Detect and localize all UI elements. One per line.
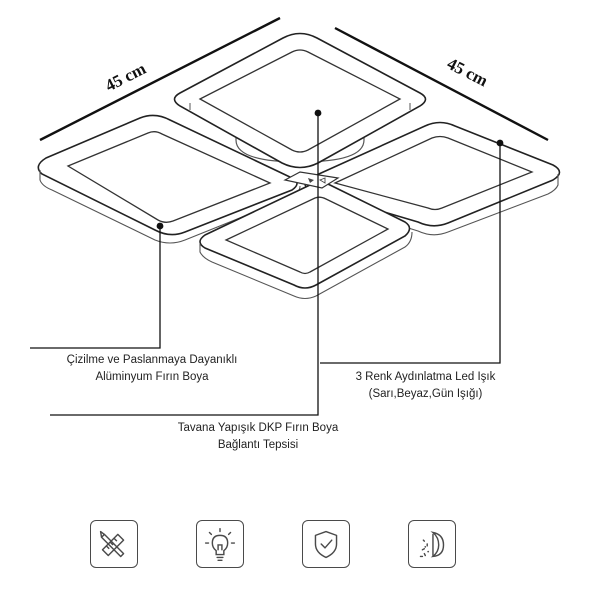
shield-check-icon <box>302 520 350 568</box>
left-square-frame <box>37 114 301 244</box>
coating-leader-line <box>30 226 161 349</box>
tray-leader-line <box>50 113 319 416</box>
light-bulb-icon <box>196 520 244 568</box>
top-square-frame <box>173 32 427 169</box>
right-square-frame <box>304 121 561 236</box>
right-dimension-line <box>334 26 549 142</box>
tray-caption-line2: Bağlantı Tepsisi <box>217 439 299 451</box>
tray-caption: Tavana Yapışık DKP Fırın Boya Bağlantı T… <box>143 420 373 454</box>
tray-caption-line1: Tavana Yapışık DKP Fırın Boya <box>177 422 339 434</box>
left-dimension-line <box>39 16 281 142</box>
right-dimension-label: 45 cm <box>444 54 491 90</box>
pencil-ruler-icon <box>90 520 138 568</box>
front-square-frame <box>199 181 413 300</box>
left-dimension-label: 45 cm <box>102 59 149 95</box>
lighting-caption-line2: (Sarı,Beyaz,Gün Işığı) <box>368 388 483 400</box>
lighting-caption: 3 Renk Aydınlatma Led Işık (Sarı,Beyaz,G… <box>318 369 533 403</box>
coating-caption-line1: Çizilme ve Paslanmaya Dayanıklı <box>66 354 238 366</box>
center-hub <box>283 171 340 189</box>
lighting-caption-line1: 3 Renk Aydınlatma Led Işık <box>355 371 496 383</box>
moon-stars-icon <box>408 520 456 568</box>
coating-caption: Çizilme ve Paslanmaya Dayanıklı Alüminyu… <box>32 352 272 386</box>
lighting-leader-line <box>320 143 501 364</box>
coating-caption-line2: Alüminyum Fırın Boya <box>95 371 209 383</box>
